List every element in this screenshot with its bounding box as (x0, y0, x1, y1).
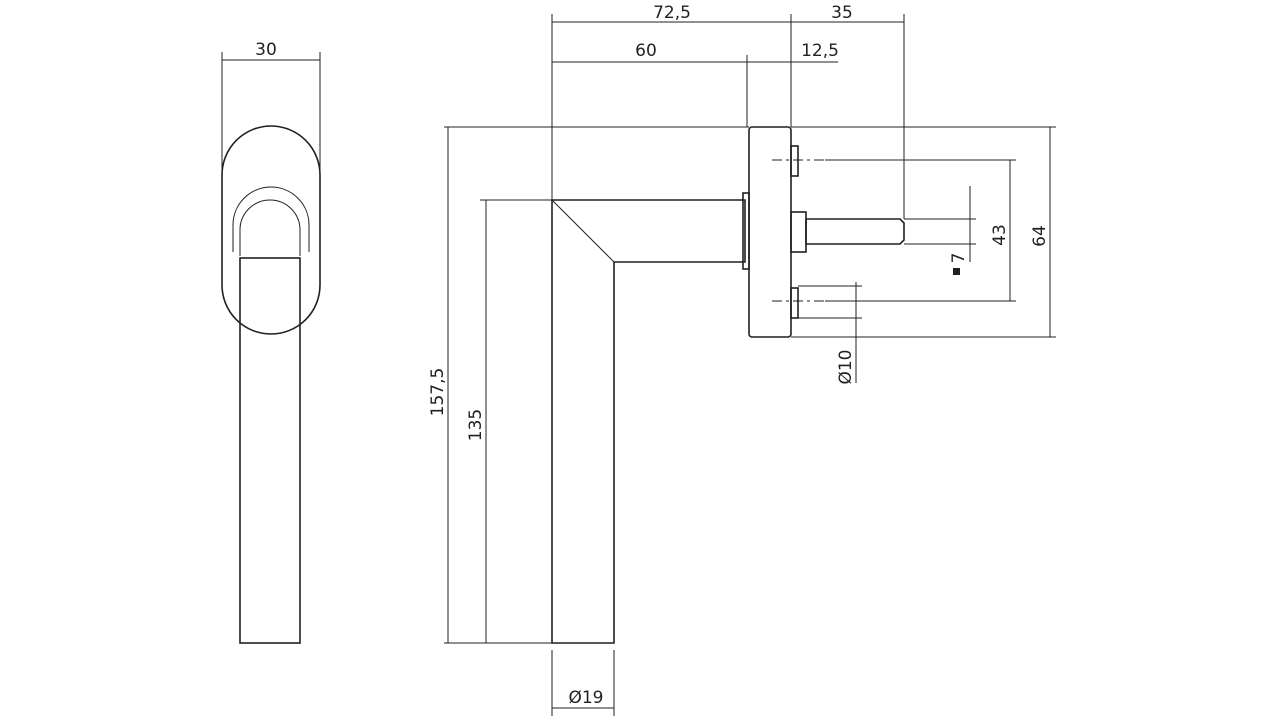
side-rose-plate (748, 126, 792, 338)
dim-total-height: 157,5 (428, 368, 448, 417)
front-neck-ring-inner (239, 199, 301, 256)
side-spindle-bar (805, 218, 905, 245)
side-lever-outline (551, 199, 746, 644)
front-lever-shank (239, 257, 301, 644)
dim-rose-thickness: 12,5 (801, 41, 839, 61)
dim-spindle-square: 7 (949, 253, 969, 264)
dim-rose-height: 64 (1030, 225, 1050, 247)
front-neck-ring-outer (232, 186, 310, 252)
dim-total-length: 72,5 (653, 3, 691, 23)
front-view: 30 (221, 40, 321, 644)
side-screw-boss-bottom (790, 287, 799, 319)
side-screw-boss-top (790, 145, 799, 177)
dim-spindle-length: 35 (831, 3, 853, 23)
dim-screw-spacing: 43 (990, 224, 1010, 246)
side-lever-bevel-line (551, 199, 615, 263)
square-section-icon (953, 268, 960, 275)
dim-lever-diameter: Ø19 (568, 688, 603, 708)
front-rose-oval (221, 125, 321, 335)
side-spindle-base (790, 211, 807, 253)
dim-width-front: 30 (255, 40, 277, 60)
side-view: 72,5 35 60 12,5 157,5 135 Ø19 64 43 7 (428, 3, 1056, 716)
dim-lever-height: 135 (466, 409, 486, 441)
dim-screw-diameter: Ø10 (836, 349, 856, 384)
side-collar (742, 192, 750, 270)
dim-lever-length: 60 (635, 41, 657, 61)
